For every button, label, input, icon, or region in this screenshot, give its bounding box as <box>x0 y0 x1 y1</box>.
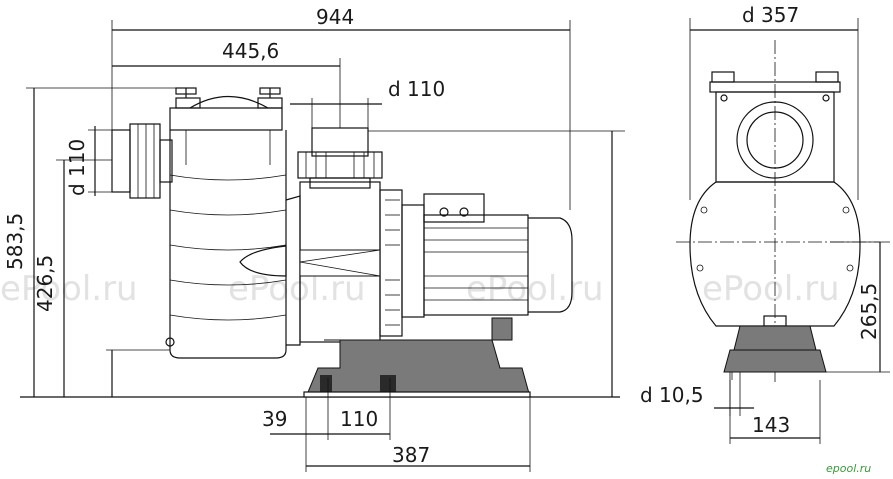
dim-base-width: 143 <box>752 413 790 437</box>
watermark-3: ePool.ru <box>466 269 604 309</box>
dim-discharge-diameter: d 110 <box>388 77 445 101</box>
dim-suction-diameter: d 110 <box>65 139 89 196</box>
front-dimensions: d 357 265,5 d 10,5 143 <box>640 3 890 444</box>
pump-base <box>303 317 531 398</box>
dim-overall-height: 583,5 <box>3 213 27 270</box>
motor <box>423 193 573 316</box>
watermark-1: ePool.ru <box>0 269 138 309</box>
dim-base-length: 387 <box>392 443 430 467</box>
watermark-4: ePool.ru <box>702 269 840 309</box>
pump-housing <box>239 181 425 346</box>
dim-foot-offset: 39 <box>262 407 287 431</box>
site-logo: epool.ru <box>826 462 871 475</box>
side-view <box>20 87 620 398</box>
dim-overall-length: 944 <box>316 5 354 29</box>
dim-foot-spacing: 110 <box>340 407 378 431</box>
dim-bolt-hole: d 10,5 <box>640 383 704 407</box>
watermark-group: ePool.ru ePool.ru ePool.ru ePool.ru <box>0 269 840 309</box>
discharge-port <box>297 127 383 189</box>
dim-to-suction-axis: 445,6 <box>222 39 279 63</box>
front-view <box>676 40 880 382</box>
suction-port <box>111 123 173 199</box>
side-dimensions: 944 445,6 d 110 d 110 583,5 426,5 <box>3 5 625 472</box>
strainer-basket <box>169 87 287 359</box>
dim-suction-axis-height: 426,5 <box>33 255 57 312</box>
dim-base-height: 265,5 <box>857 283 881 340</box>
drain-plug <box>165 337 175 347</box>
dim-width: d 357 <box>742 3 799 27</box>
